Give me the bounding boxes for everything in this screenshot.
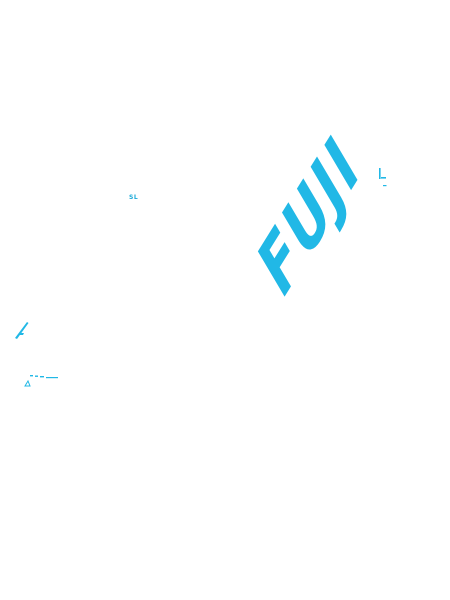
top-right-decal-fragment bbox=[379, 168, 387, 187]
left-angled-decal-fragment bbox=[15, 322, 29, 339]
lower-left-stripe-fragment bbox=[24, 375, 58, 387]
model-text-mark: SL bbox=[129, 194, 139, 201]
